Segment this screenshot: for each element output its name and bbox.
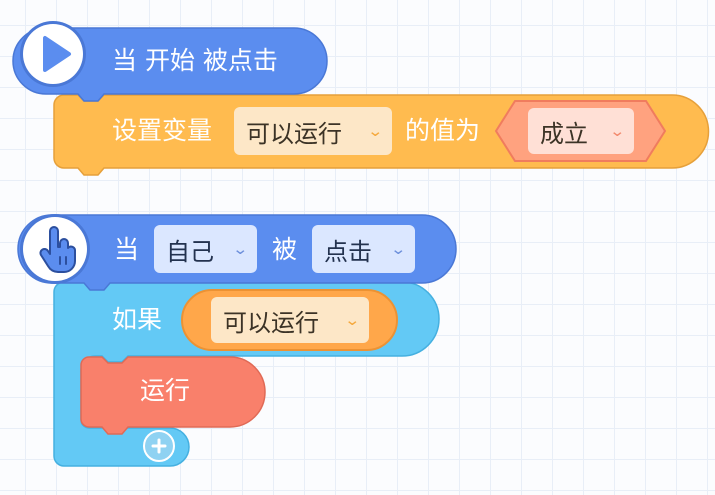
value-is-label: 的值为 — [405, 116, 481, 145]
run-action-block[interactable] — [80, 356, 266, 435]
target-dropdown-value: 自己 — [166, 237, 214, 266]
if-label: 如果 — [112, 305, 163, 334]
event-dropdown-value: 点击 — [324, 237, 372, 266]
add-block-button[interactable] — [143, 430, 175, 462]
chevron-down-icon: ⌄ — [232, 239, 249, 258]
boolean-dropdown[interactable]: 成立 ⌄ — [528, 108, 634, 154]
hand-pointer-icon — [23, 217, 87, 281]
run-action-label: 运行 — [140, 376, 191, 405]
event-dropdown[interactable]: 点击 ⌄ — [312, 225, 415, 273]
play-icon — [23, 24, 83, 84]
chevron-down-icon: ⌄ — [344, 310, 361, 329]
chevron-down-icon: ⌄ — [367, 121, 384, 140]
start-clicked-label: 当 开始 被点击 — [112, 46, 278, 75]
condition-dropdown[interactable]: 可以运行 ⌄ — [211, 297, 369, 343]
when-label: 当 — [114, 235, 140, 264]
when-start-clicked-block[interactable] — [12, 27, 328, 102]
plus-icon — [151, 438, 167, 454]
set-variable-label: 设置变量 — [112, 116, 213, 145]
chevron-down-icon: ⌄ — [390, 239, 407, 258]
condition-dropdown-value: 可以运行 — [223, 308, 319, 337]
variable-dropdown-value: 可以运行 — [246, 119, 342, 148]
variable-dropdown[interactable]: 可以运行 ⌄ — [234, 107, 392, 155]
chevron-down-icon: ⌄ — [609, 121, 626, 140]
is-label: 被 — [272, 235, 298, 264]
target-dropdown[interactable]: 自己 ⌄ — [154, 225, 257, 273]
boolean-dropdown-value: 成立 — [540, 119, 588, 148]
